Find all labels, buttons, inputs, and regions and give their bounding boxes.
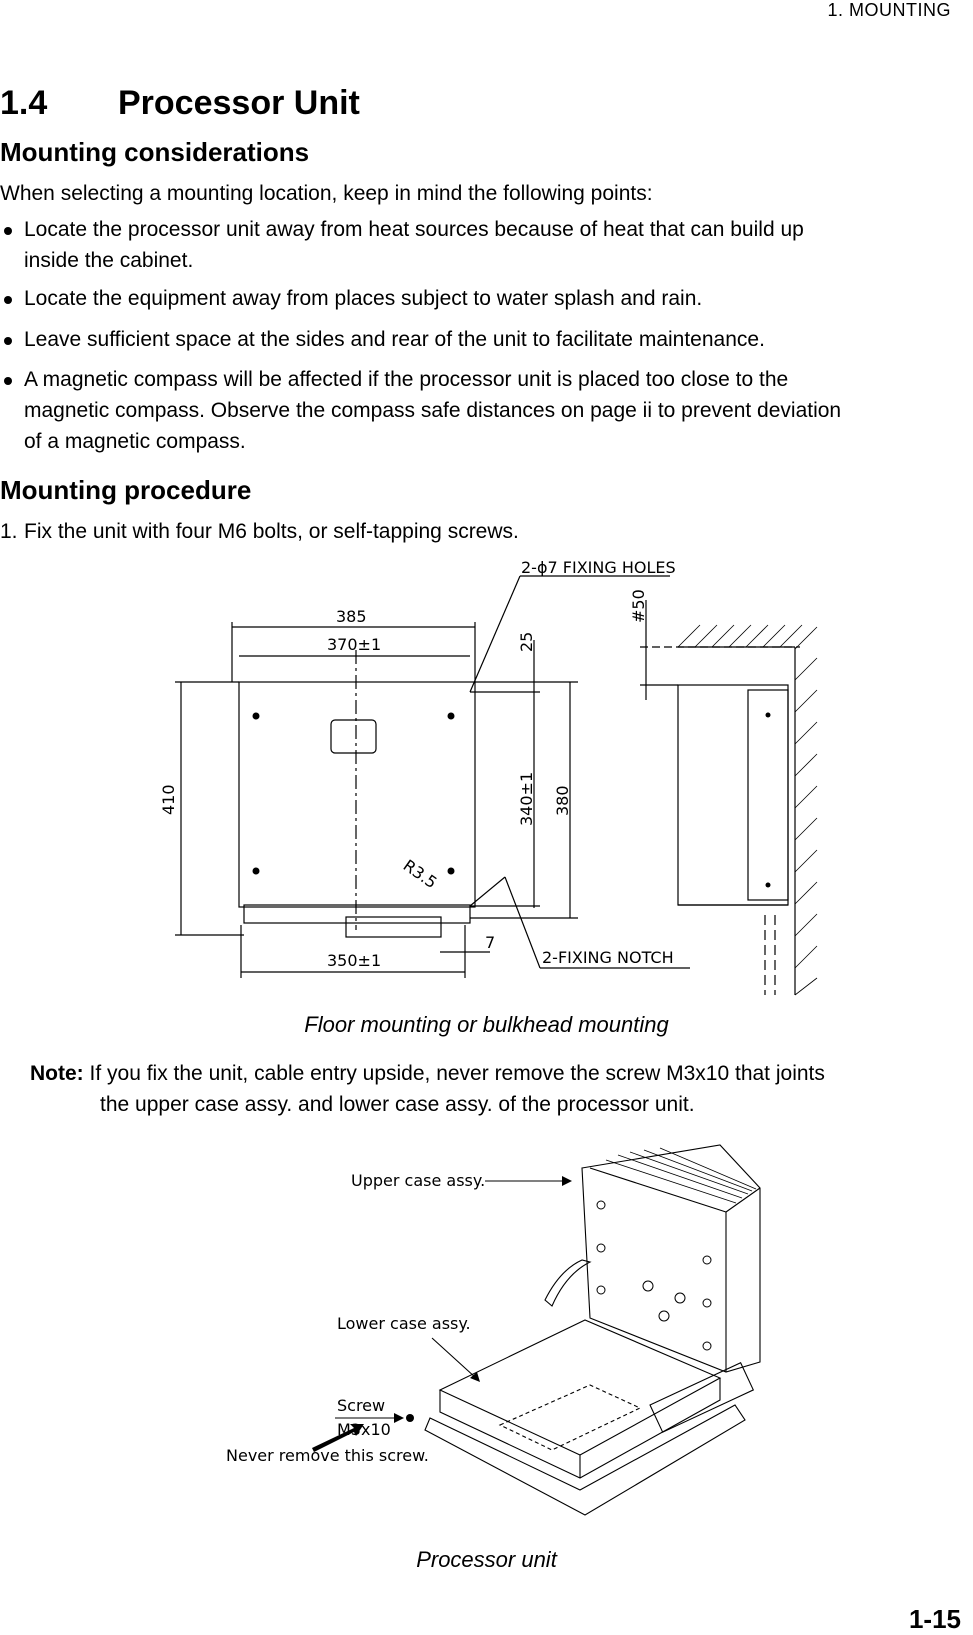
list-item-text: Locate the processor unit away from heat… (24, 218, 804, 241)
radius-label: R3.5 (400, 856, 441, 893)
note-text-1: If you fix the unit, cable entry upside,… (83, 1062, 825, 1085)
step-text: Fix the unit with four M6 bolts, or self… (24, 520, 519, 543)
connector-panel (345, 916, 442, 938)
hole-dot (252, 712, 260, 720)
figure1-caption: Floor mounting or bulkhead mounting (304, 1012, 669, 1037)
bullet-icon (4, 296, 12, 304)
list-item: Locate the processor unit away from heat… (0, 214, 940, 276)
considerations-heading: Mounting considerations (0, 137, 310, 167)
considerations-intro: When selecting a mounting location, keep… (0, 182, 653, 205)
lower-case (438, 1319, 722, 1456)
fixing-holes-leader (469, 575, 521, 693)
list-item: Locate the equipment away from places su… (0, 283, 940, 314)
chapter-header: 1. MOUNTING (827, 0, 951, 20)
section-number: 1.4 (0, 84, 48, 122)
dim-410-label: 410 (159, 784, 178, 815)
dim-385-label: 385 (336, 607, 367, 626)
hole-dot (447, 867, 455, 875)
screw-icon (406, 1414, 414, 1422)
list-item-text: Leave sufficient space at the sides and … (24, 328, 765, 351)
screw-label: Screw (337, 1396, 385, 1415)
bullet-icon (4, 227, 12, 235)
dim-380-label: 380 (553, 785, 572, 816)
list-item-text: of a magnetic compass. (24, 430, 246, 453)
dim-340-label: 340±1 (517, 772, 536, 826)
notch-leader (469, 876, 506, 907)
side-view-outline (677, 684, 789, 906)
list-item: A magnetic compass will be affected if t… (0, 364, 940, 457)
bullet-icon (4, 377, 12, 385)
dim-7-label: 7 (485, 933, 495, 952)
list-item-text: Locate the equipment away from places su… (24, 287, 703, 310)
arrow-icon (312, 1424, 364, 1452)
lower-leader (431, 1337, 477, 1379)
hole-dot (447, 712, 455, 720)
procedure-step: 1. Fix the unit with four M6 bolts, or se… (0, 520, 519, 544)
upper-case-label: Upper case assy. (351, 1171, 485, 1190)
list-item-text: A magnetic compass will be affected if t… (24, 368, 789, 391)
step-number: 1. (0, 520, 18, 543)
pcb (498, 1384, 642, 1451)
mounting-dimension-drawing: 2-ϕ7 FIXING HOLES 385 370±1 410 25 340±1… (159, 558, 818, 996)
note-text-2: the upper case assy. and lower case assy… (100, 1093, 695, 1116)
center-window (330, 719, 377, 754)
fixing-holes-label: 2-ϕ7 FIXING HOLES (521, 558, 676, 577)
page-number: 1-15 (908, 1604, 961, 1634)
clearance-label: #50 (629, 589, 648, 623)
processor-unit-drawing: Upper case assy. Lower case assy. Screw … (226, 1144, 761, 1516)
dim-350-label: 350±1 (327, 951, 381, 970)
list-item-text: inside the cabinet. (24, 249, 194, 272)
hole-dot (252, 867, 260, 875)
note: Note: If you fix the unit, cable entry u… (30, 1058, 950, 1120)
dim-370-label: 370±1 (327, 635, 381, 654)
section-title: 1.4 Processor Unit (0, 84, 360, 123)
never-remove-label: Never remove this screw. (226, 1446, 429, 1465)
notch-label: 2-FIXING NOTCH (542, 948, 674, 967)
section-title-text: Processor Unit (118, 84, 360, 122)
dim-25-label: 25 (517, 632, 536, 652)
list-item-text: magnetic compass. Observe the compass sa… (24, 399, 842, 422)
note-label: Note: (30, 1062, 84, 1085)
wall-hatching (677, 624, 818, 996)
procedure-heading: Mounting procedure (0, 475, 252, 505)
hinge-arm (544, 1259, 592, 1307)
heat-fins (605, 1147, 757, 1204)
bottom-tray (243, 904, 471, 924)
bullet-icon (4, 337, 12, 345)
screw-size-label: M3x10 (337, 1420, 391, 1439)
figure2-caption: Processor unit (416, 1547, 557, 1572)
list-item: Leave sufficient space at the sides and … (0, 324, 940, 355)
upper-case (581, 1144, 761, 1373)
lower-case-label: Lower case assy. (337, 1314, 471, 1333)
front-view-outline (238, 681, 476, 908)
base-plate (424, 1404, 746, 1516)
